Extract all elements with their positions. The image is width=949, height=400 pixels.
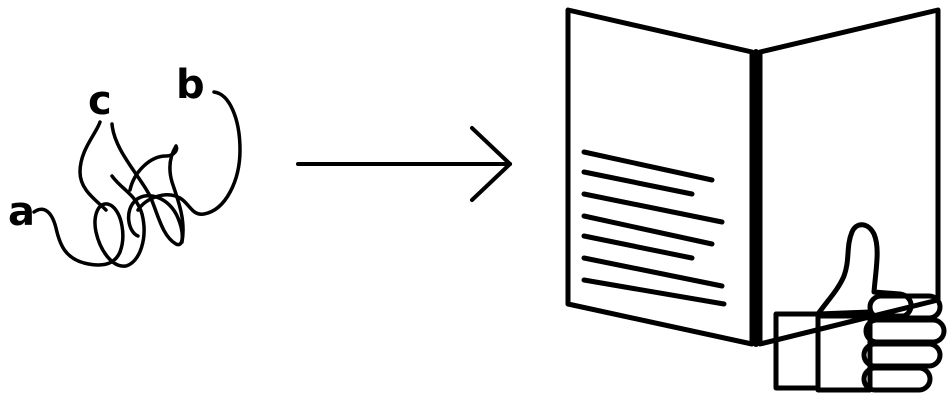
- label-b: b: [176, 62, 205, 108]
- curve-a: [32, 174, 146, 268]
- text-line: [581, 191, 725, 225]
- text-line: [581, 169, 695, 197]
- label-c: c: [88, 78, 112, 124]
- text-line: [581, 255, 725, 289]
- tangled-curves-icon: a c b: [8, 62, 242, 268]
- document-text-lines: [581, 149, 727, 307]
- finger-4: [861, 365, 933, 393]
- text-line: [581, 233, 695, 261]
- text-line: [581, 213, 715, 247]
- arrow-head: [470, 126, 512, 202]
- hand-thumb: [815, 222, 914, 319]
- document-left-page: [565, 7, 755, 347]
- right-arrow-icon: [296, 126, 512, 202]
- thumbs-up-icon: [773, 222, 947, 393]
- text-line: [581, 277, 727, 307]
- finger-2: [863, 317, 947, 345]
- text-line: [581, 149, 715, 183]
- label-a: a: [8, 189, 35, 235]
- open-document-icon: [565, 7, 941, 347]
- finger-3: [861, 341, 943, 369]
- curve-b: [128, 90, 242, 244]
- hand-cuff: [773, 311, 821, 391]
